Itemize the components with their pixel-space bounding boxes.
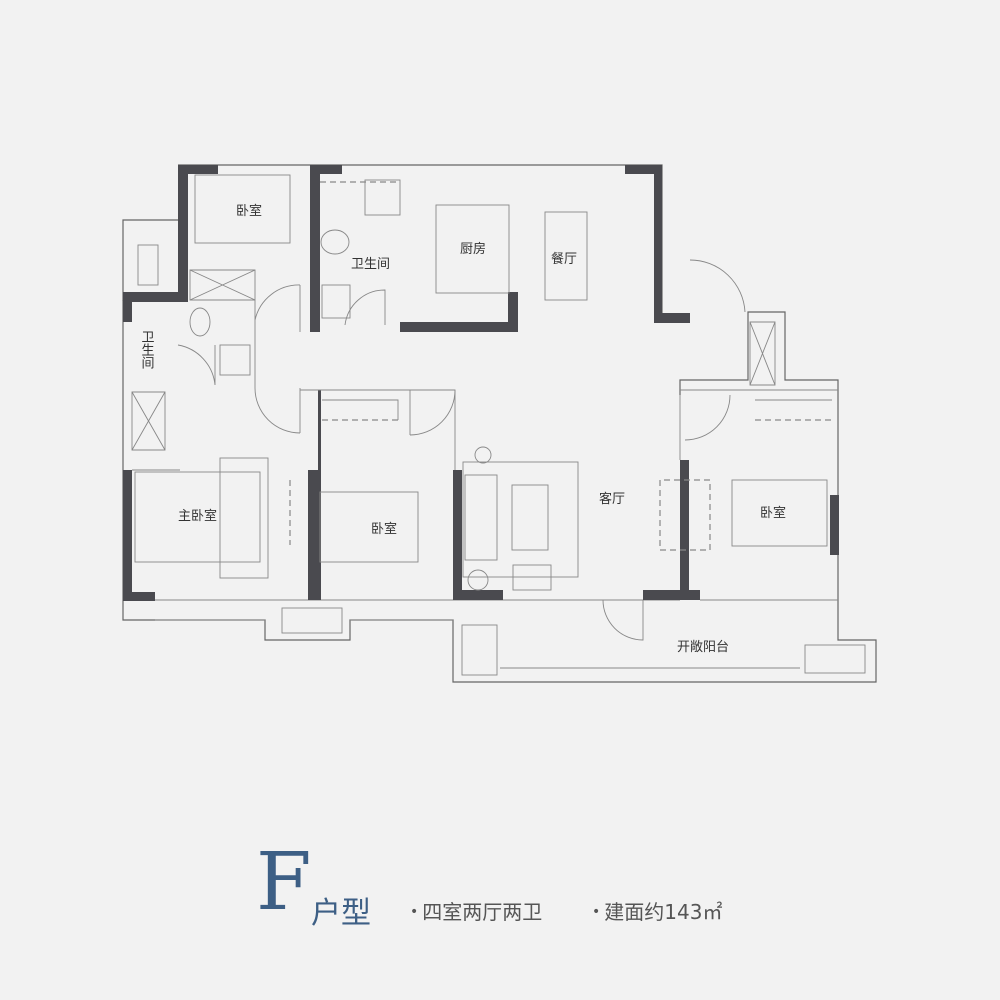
label-bathroom-main: 卫生间 <box>351 257 390 272</box>
unit-type: 户型 <box>311 896 371 931</box>
unit-letter: F <box>256 835 312 928</box>
interior <box>132 174 866 676</box>
label-bedroom-right: 卧室 <box>760 505 786 521</box>
walls <box>123 165 839 601</box>
label-master-bedroom: 主卧室 <box>178 508 217 524</box>
label-balcony: 开敞阳台 <box>677 639 729 655</box>
layout-summary: 四室两厅两卫 <box>410 896 542 925</box>
label-dining: 餐厅 <box>551 251 577 267</box>
label-bedroom-middle: 卧室 <box>371 521 397 537</box>
label-bedroom-top: 卧室 <box>236 203 262 219</box>
label-bathroom-small: 卫生间 <box>139 330 155 369</box>
label-kitchen: 厨房 <box>460 241 486 257</box>
area-summary: 建面约143㎡ <box>592 896 722 925</box>
label-living-room: 客厅 <box>599 491 625 507</box>
room-labels: 卧室 卫生间 厨房 餐厅 卫生间 主卧室 卧室 客厅 卧室 开敞阳台 <box>139 203 787 655</box>
